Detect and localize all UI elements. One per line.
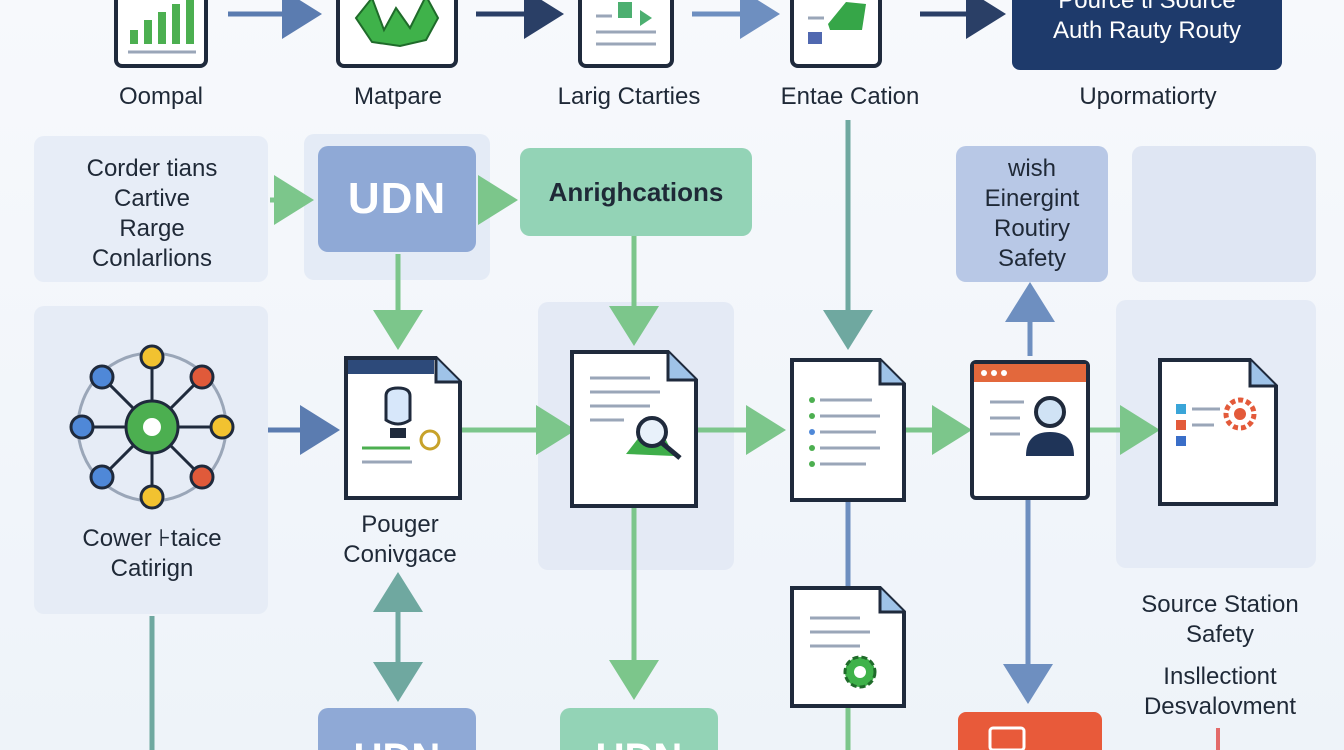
source-authority-box [1012, 0, 1282, 70]
gear-document-icon [790, 586, 906, 708]
conditions-line-4: Conlarlions [91, 245, 213, 272]
bottom-udn-middle-label: UDN [560, 738, 718, 750]
safety-line-3: Routiry [993, 215, 1071, 242]
applications-chip-label: Anrighcations [548, 176, 724, 207]
udn-chip: UDN [318, 146, 476, 252]
conditions-line-1: Corder tians [86, 155, 218, 182]
navy-box-line1: Pource ti Source [1058, 0, 1236, 14]
applications-chip: Anrighcations [520, 148, 752, 236]
checklist-document-icon [578, 0, 674, 68]
inslection-line-1: Insllectiont [1163, 663, 1277, 690]
top-label-3: Larig Ctarties [557, 83, 701, 110]
wave-map-document-icon [336, 0, 458, 68]
network-caption-1: Cower ⊦taice [82, 525, 222, 552]
inslection-line-2: Desvalovment [1143, 693, 1297, 720]
network-caption-2: Catirign [110, 555, 194, 582]
map-document-icon [790, 0, 882, 68]
settings-document-icon [1158, 358, 1278, 506]
navy-caption: Upormatiorty [1079, 83, 1217, 110]
safety-line-1: wish [1007, 155, 1056, 182]
bottom-udn-left-label: UDN [318, 738, 476, 750]
lightbulb-document-icon [344, 356, 462, 500]
conditions-line-3: Rarge [119, 215, 185, 242]
network-graph-icon [69, 344, 235, 510]
pouger-caption-2: Conivgace [343, 541, 457, 568]
udn-chip-bottom-middle [560, 708, 718, 750]
conditions-line-2: Cartive [113, 185, 191, 212]
pouger-caption-1: Pouger [361, 511, 439, 538]
udn-chip-bottom-left [318, 708, 476, 750]
conditions-panel [34, 136, 268, 282]
navy-box-line2: Auth Rauty Routy [1052, 17, 1242, 44]
source-station-line-2: Safety [1185, 621, 1255, 648]
udn-chip-label: UDN [347, 174, 447, 223]
right-top-panel [1132, 146, 1316, 282]
list-document-icon [790, 358, 906, 502]
search-document-icon [570, 350, 698, 508]
orange-chip-bottom [958, 712, 1102, 750]
top-label-4: Entae Cation [780, 83, 920, 110]
safety-line-4: Safety [997, 245, 1067, 272]
user-profile-document-icon [970, 360, 1090, 500]
top-label-2: Matpare [353, 83, 443, 110]
bar-chart-document-icon [114, 0, 208, 68]
safety-box: wish Einergint Routiry Safety [956, 146, 1108, 282]
source-station-line-1: Source Station [1141, 591, 1299, 618]
top-label-1: Oompal [118, 83, 204, 110]
safety-line-2: Einergint [984, 185, 1080, 212]
